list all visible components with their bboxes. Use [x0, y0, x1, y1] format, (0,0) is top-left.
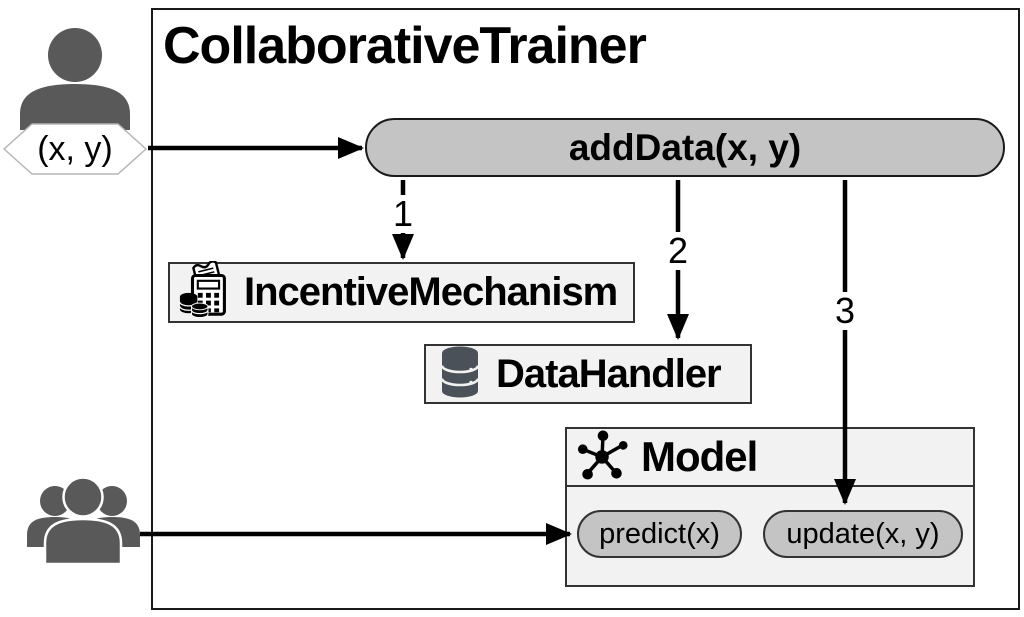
- model-header: Model: [567, 429, 973, 487]
- predict-label: predict(x): [599, 517, 720, 550]
- add-data-label: addData(x, y): [568, 126, 802, 168]
- page-title: CollaborativeTrainer: [163, 17, 647, 75]
- database-icon: [440, 346, 480, 403]
- predict-pill: predict(x): [577, 510, 742, 558]
- data-handler-box: DataHandler: [424, 344, 752, 404]
- model-box: Model: [565, 427, 975, 587]
- incentive-mechanism-label: IncentiveMechanism: [244, 270, 618, 314]
- model-label: Model: [641, 433, 758, 480]
- input-data-label: (x, y): [37, 129, 113, 168]
- people-group-icon: [24, 476, 144, 571]
- person-icon: [18, 26, 130, 139]
- add-data-pill: addData(x, y): [365, 118, 1005, 177]
- arrow-label-2: 2: [662, 232, 694, 270]
- data-handler-label: DataHandler: [496, 351, 722, 396]
- arrow-label-1: 1: [387, 195, 419, 233]
- update-pill: update(x, y): [763, 510, 963, 558]
- update-label: update(x, y): [786, 517, 940, 550]
- arrow-label-3: 3: [829, 292, 861, 330]
- network-graph-icon: [577, 429, 629, 486]
- calculator-coins-icon: [178, 260, 236, 324]
- input-data-bubble: (x, y): [2, 122, 148, 176]
- incentive-mechanism-box: IncentiveMechanism: [168, 260, 635, 324]
